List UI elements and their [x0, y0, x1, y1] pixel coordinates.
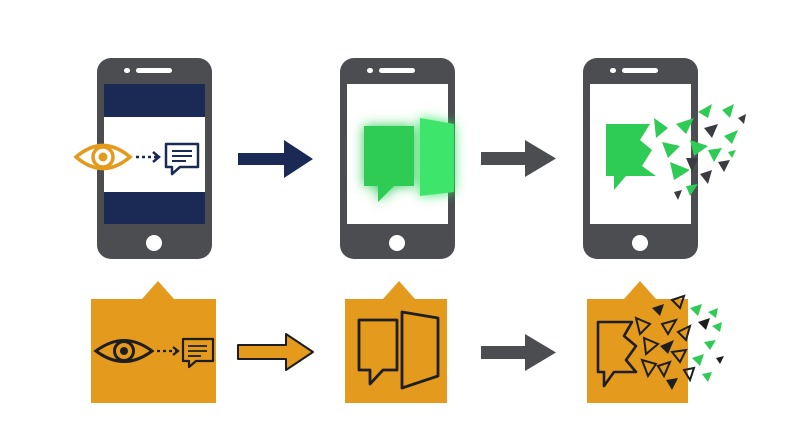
phone-camera: [124, 68, 130, 73]
dotted-arrow-icon: [157, 346, 180, 356]
phone-speaker: [622, 68, 658, 73]
phone-view-to-message: [73, 58, 212, 259]
right-arrow-icon: [237, 333, 314, 371]
phone-camera: [610, 68, 616, 73]
home-button: [389, 235, 405, 251]
shattered-chat-bubble-icon: [606, 104, 746, 200]
home-button: [632, 235, 648, 251]
shattered-chat-bubble-icon: [596, 294, 724, 390]
eye-icon: [73, 143, 133, 171]
card-message-shatter: [587, 281, 724, 403]
card-message-split: [345, 281, 447, 403]
home-button: [146, 235, 162, 251]
phone-speaker: [136, 68, 172, 73]
phone-message-split: [340, 58, 455, 259]
right-arrow-icon: [481, 140, 556, 177]
eye-icon: [93, 339, 155, 363]
chat-bubble-icon: [181, 337, 215, 369]
card-view-to-message: [91, 281, 216, 403]
chat-bubble-icon: [164, 142, 200, 176]
right-arrow-icon: [238, 140, 313, 178]
dotted-arrow-icon: [136, 151, 161, 163]
phone-speaker: [379, 68, 415, 73]
split-chat-bubble-icon: [357, 310, 440, 390]
card-shape: [91, 281, 216, 403]
phone-message-shatter: [583, 58, 746, 259]
phone-camera: [367, 68, 373, 73]
split-chat-bubble-icon: [364, 118, 454, 202]
right-arrow-icon: [481, 334, 556, 371]
